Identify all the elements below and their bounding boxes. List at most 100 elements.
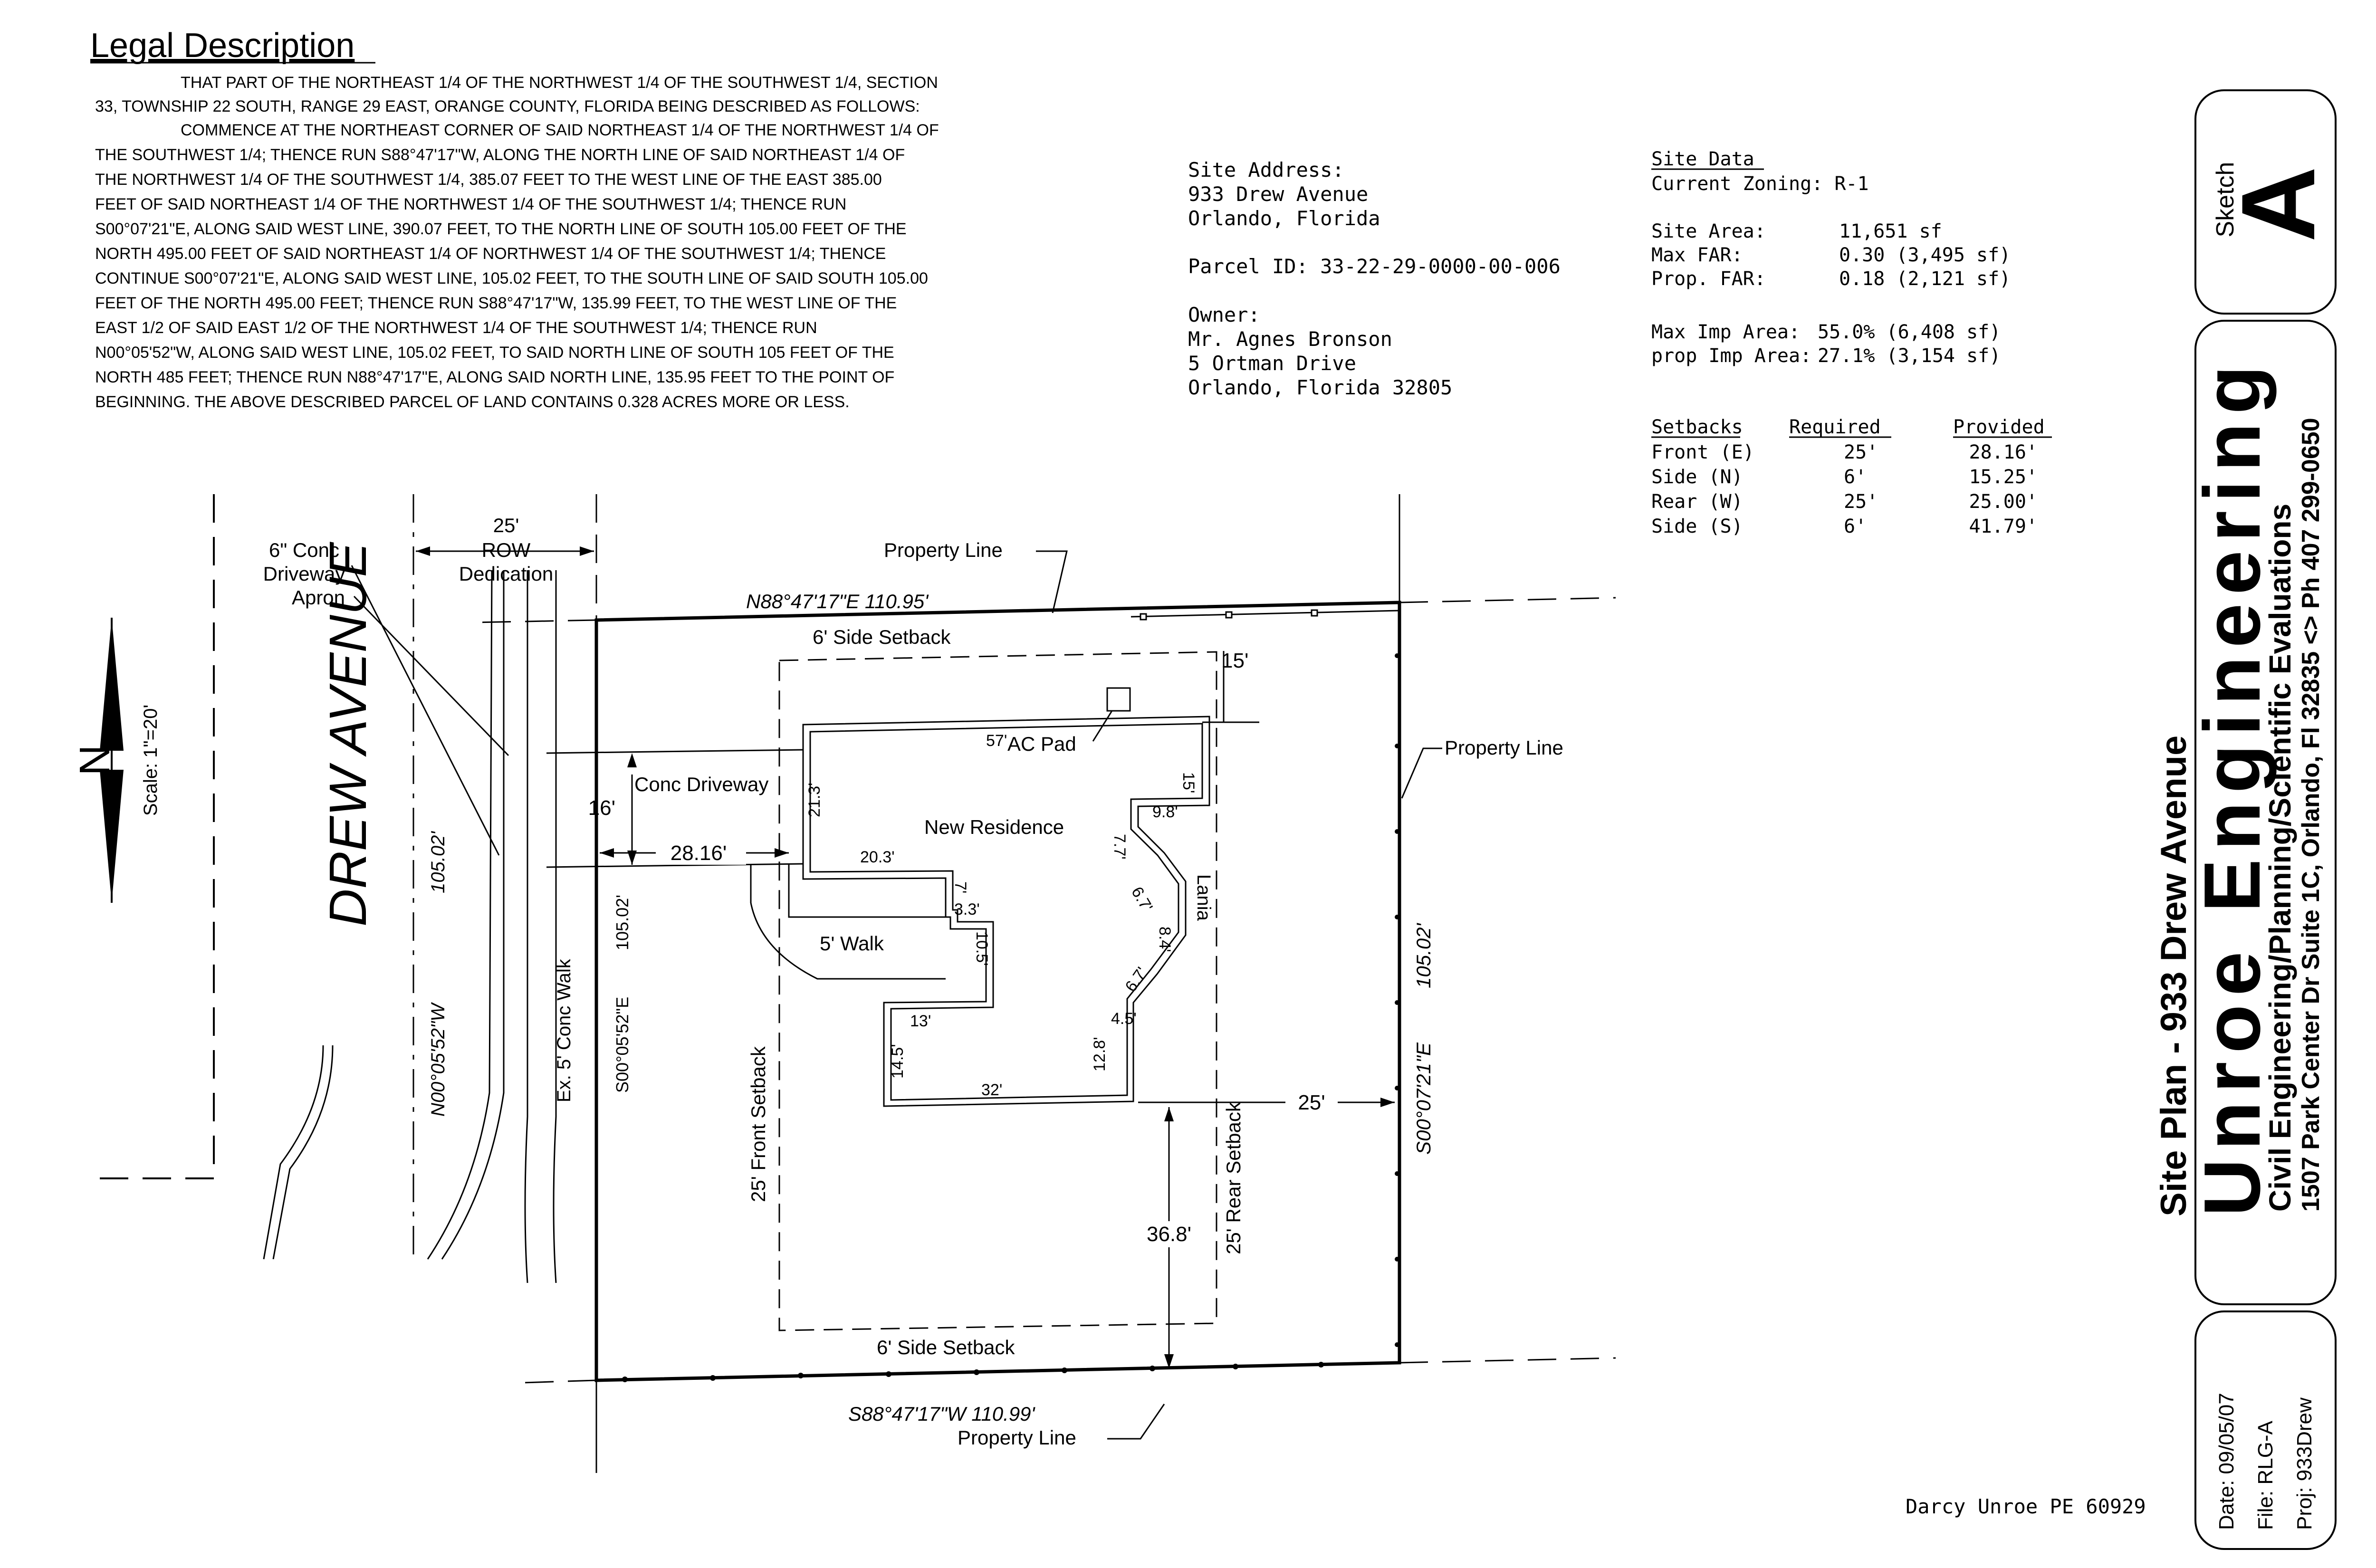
west-bearing: S00°05'52"E: [613, 997, 632, 1093]
row-label: ROW: [482, 539, 531, 561]
row-dedication: Dedication: [459, 563, 553, 585]
provided-header: Provided: [1953, 416, 2045, 438]
site-data-label: Prop. FAR:: [1651, 268, 1766, 290]
setback-provided: 41.79': [1969, 516, 2038, 537]
site-info: Site Address: 933 Drew Avenue Orlando, F…: [1188, 158, 1561, 399]
setback-name: Side (S): [1651, 516, 1743, 537]
setback-name: Rear (W): [1651, 491, 1743, 513]
side-setback-north: 6' Side Setback: [813, 626, 951, 648]
house-dim: 3.3': [954, 900, 980, 918]
imp-area-value: 27.1% (3,154 sf): [1818, 345, 2001, 367]
scale-label: Scale: 1"=20': [140, 705, 161, 816]
date-field: Date: 09/05/07: [2215, 1393, 2238, 1530]
apron-label: 6" Conc: [269, 539, 339, 561]
setback-provided: 25.00': [1969, 491, 2038, 513]
walk-5-label: 5' Walk: [820, 932, 884, 955]
street-length: 105.02': [428, 831, 449, 893]
imp-area-label: prop Imp Area:: [1651, 345, 1811, 367]
front-setback: 25' Front Setback: [747, 1046, 769, 1202]
imp-area-label: Max Imp Area:: [1651, 321, 1800, 343]
dim-368: 36.8': [1147, 1223, 1191, 1246]
north-arrow: N Scale: 1"=20': [71, 618, 161, 903]
house-dim: 57': [986, 732, 1007, 750]
driveway-label: Conc Driveway: [634, 773, 768, 795]
parcel-id: Parcel ID: 33-22-29-0000-00-006: [1188, 255, 1561, 278]
plan-title: Site Plan - 933 Drew Avenue: [2154, 736, 2194, 1216]
sketch-box: [2194, 89, 2337, 315]
house-dim: 12.8': [1091, 1037, 1109, 1071]
east-length: 105.02': [1412, 923, 1435, 988]
house-dim: 21.3': [805, 783, 824, 817]
row-width: 25': [493, 514, 519, 536]
legal-description: Legal Description THAT PART OF THE NORTH…: [90, 27, 939, 411]
legal-line: 33, TOWNSHIP 22 SOUTH, RANGE 29 EAST, OR…: [95, 97, 920, 115]
company-address: 1507 Park Center Dr Suite 1C, Orlando, F…: [2297, 418, 2325, 1212]
setback-required: 25': [1844, 491, 1878, 513]
setback-required: 25': [1844, 441, 1878, 463]
setback-provided: 28.16': [1969, 441, 2038, 463]
east-bearing: S00°07'21"E: [1412, 1042, 1435, 1155]
site-data-value: 0.30 (3,495 sf): [1839, 244, 2011, 266]
dim-15: 15': [1221, 649, 1248, 672]
site-address-label: Site Address:: [1188, 158, 1344, 182]
setback-provided: 15.25': [1969, 466, 2038, 488]
west-length: 105.02': [613, 895, 632, 950]
house-dim: 32': [981, 1081, 1002, 1099]
property-line-east: Property Line: [1445, 736, 1563, 759]
street-bearing: N00°05'52"W: [428, 1002, 449, 1117]
residence-label: New Residence: [924, 816, 1064, 838]
sketch-label: Sketch: [2212, 162, 2239, 238]
house-dim: 14.5': [889, 1044, 907, 1079]
site-data: Site Data Current Zoning: R-1 Site Area:…: [1651, 148, 2011, 367]
owner-street: 5 Ortman Drive: [1188, 352, 1356, 375]
site-data-label: Max FAR:: [1651, 244, 1743, 266]
house-dim: 6.7': [1128, 884, 1156, 915]
site-address-city: Orlando, Florida: [1188, 207, 1380, 230]
title-block: Sketch A Unroe Engineering Civil Enginee…: [1906, 89, 2337, 1550]
house-dim: 4.5': [1111, 1010, 1137, 1028]
new-residence-outline: [802, 716, 1210, 1107]
setback-required: 6': [1844, 516, 1867, 537]
setback-name: Front (E): [1651, 441, 1754, 463]
legal-line: BEGINNING. THE ABOVE DESCRIBED PARCEL OF…: [95, 393, 850, 411]
imp-area-value: 55.0% (6,408 sf): [1818, 321, 2001, 343]
dim-25: 25': [1298, 1091, 1325, 1114]
site-data-value: 0.18 (2,121 sf): [1839, 268, 2011, 290]
ac-pad-label: AC Pad: [1007, 733, 1076, 755]
legal-line: FEET OF SAID NORTHEAST 1/4 OF THE NORTHW…: [95, 195, 846, 213]
company-tagline: Civil Engineering/Planning/Scientific Ev…: [2263, 504, 2297, 1212]
site-data-label: Site Area:: [1651, 220, 1766, 242]
south-bearing: S88°47'17"W 110.99': [848, 1403, 1036, 1425]
setbacks-header: Setbacks: [1651, 416, 1743, 438]
setback-required: 6': [1844, 466, 1867, 488]
street-name: DREW AVENUE: [319, 542, 377, 927]
site-address-line: 933 Drew Avenue: [1188, 182, 1368, 206]
legal-heading: Legal Description: [90, 27, 354, 65]
owner-label: Owner:: [1188, 303, 1260, 326]
lania-label: Lania: [1193, 874, 1214, 921]
proj-field: Proj: 933Drew: [2293, 1397, 2316, 1530]
legal-line: N00°05'52"W, ALONG SAID WEST LINE, 105.0…: [95, 344, 894, 362]
house-dim: 10.5': [973, 931, 991, 966]
dim-16: 16': [588, 796, 615, 820]
legal-line: THE NORTHWEST 1/4 OF THE SOUTHWEST 1/4, …: [95, 171, 882, 189]
house-dim: 13': [910, 1012, 931, 1030]
setbacks-table: Setbacks Required Provided Front (E) 25'…: [1651, 416, 2052, 537]
house-dim: 20.3': [860, 848, 895, 866]
north-label: N: [71, 745, 119, 776]
legal-line: EAST 1/2 OF SAID EAST 1/2 OF THE NORTHWE…: [95, 319, 817, 337]
legal-line: COMMENCE AT THE NORTHEAST CORNER OF SAID…: [181, 121, 939, 139]
dim-2816: 28.16': [671, 841, 727, 865]
owner-city: Orlando, Florida 32805: [1188, 376, 1452, 399]
walk-label: Ex. 5' Conc Walk: [554, 958, 575, 1102]
legal-line: FEET OF THE NORTH 495.00 FEET; THENCE RU…: [95, 294, 897, 312]
required-header: Required: [1789, 416, 1881, 438]
property-boundary: [594, 601, 1401, 1382]
legal-line: S00°07'21"E, ALONG SAID WEST LINE, 390.0…: [95, 220, 907, 238]
engineer-stamp: Darcy Unroe PE 60929: [1906, 1495, 2146, 1518]
owner-name: Mr. Agnes Bronson: [1188, 327, 1392, 351]
legal-line: NORTH 485 FEET; THENCE RUN N88°47'17"E, …: [95, 368, 894, 386]
house-dim: 7.7': [1111, 834, 1129, 860]
apron-label: Apron: [292, 586, 345, 609]
